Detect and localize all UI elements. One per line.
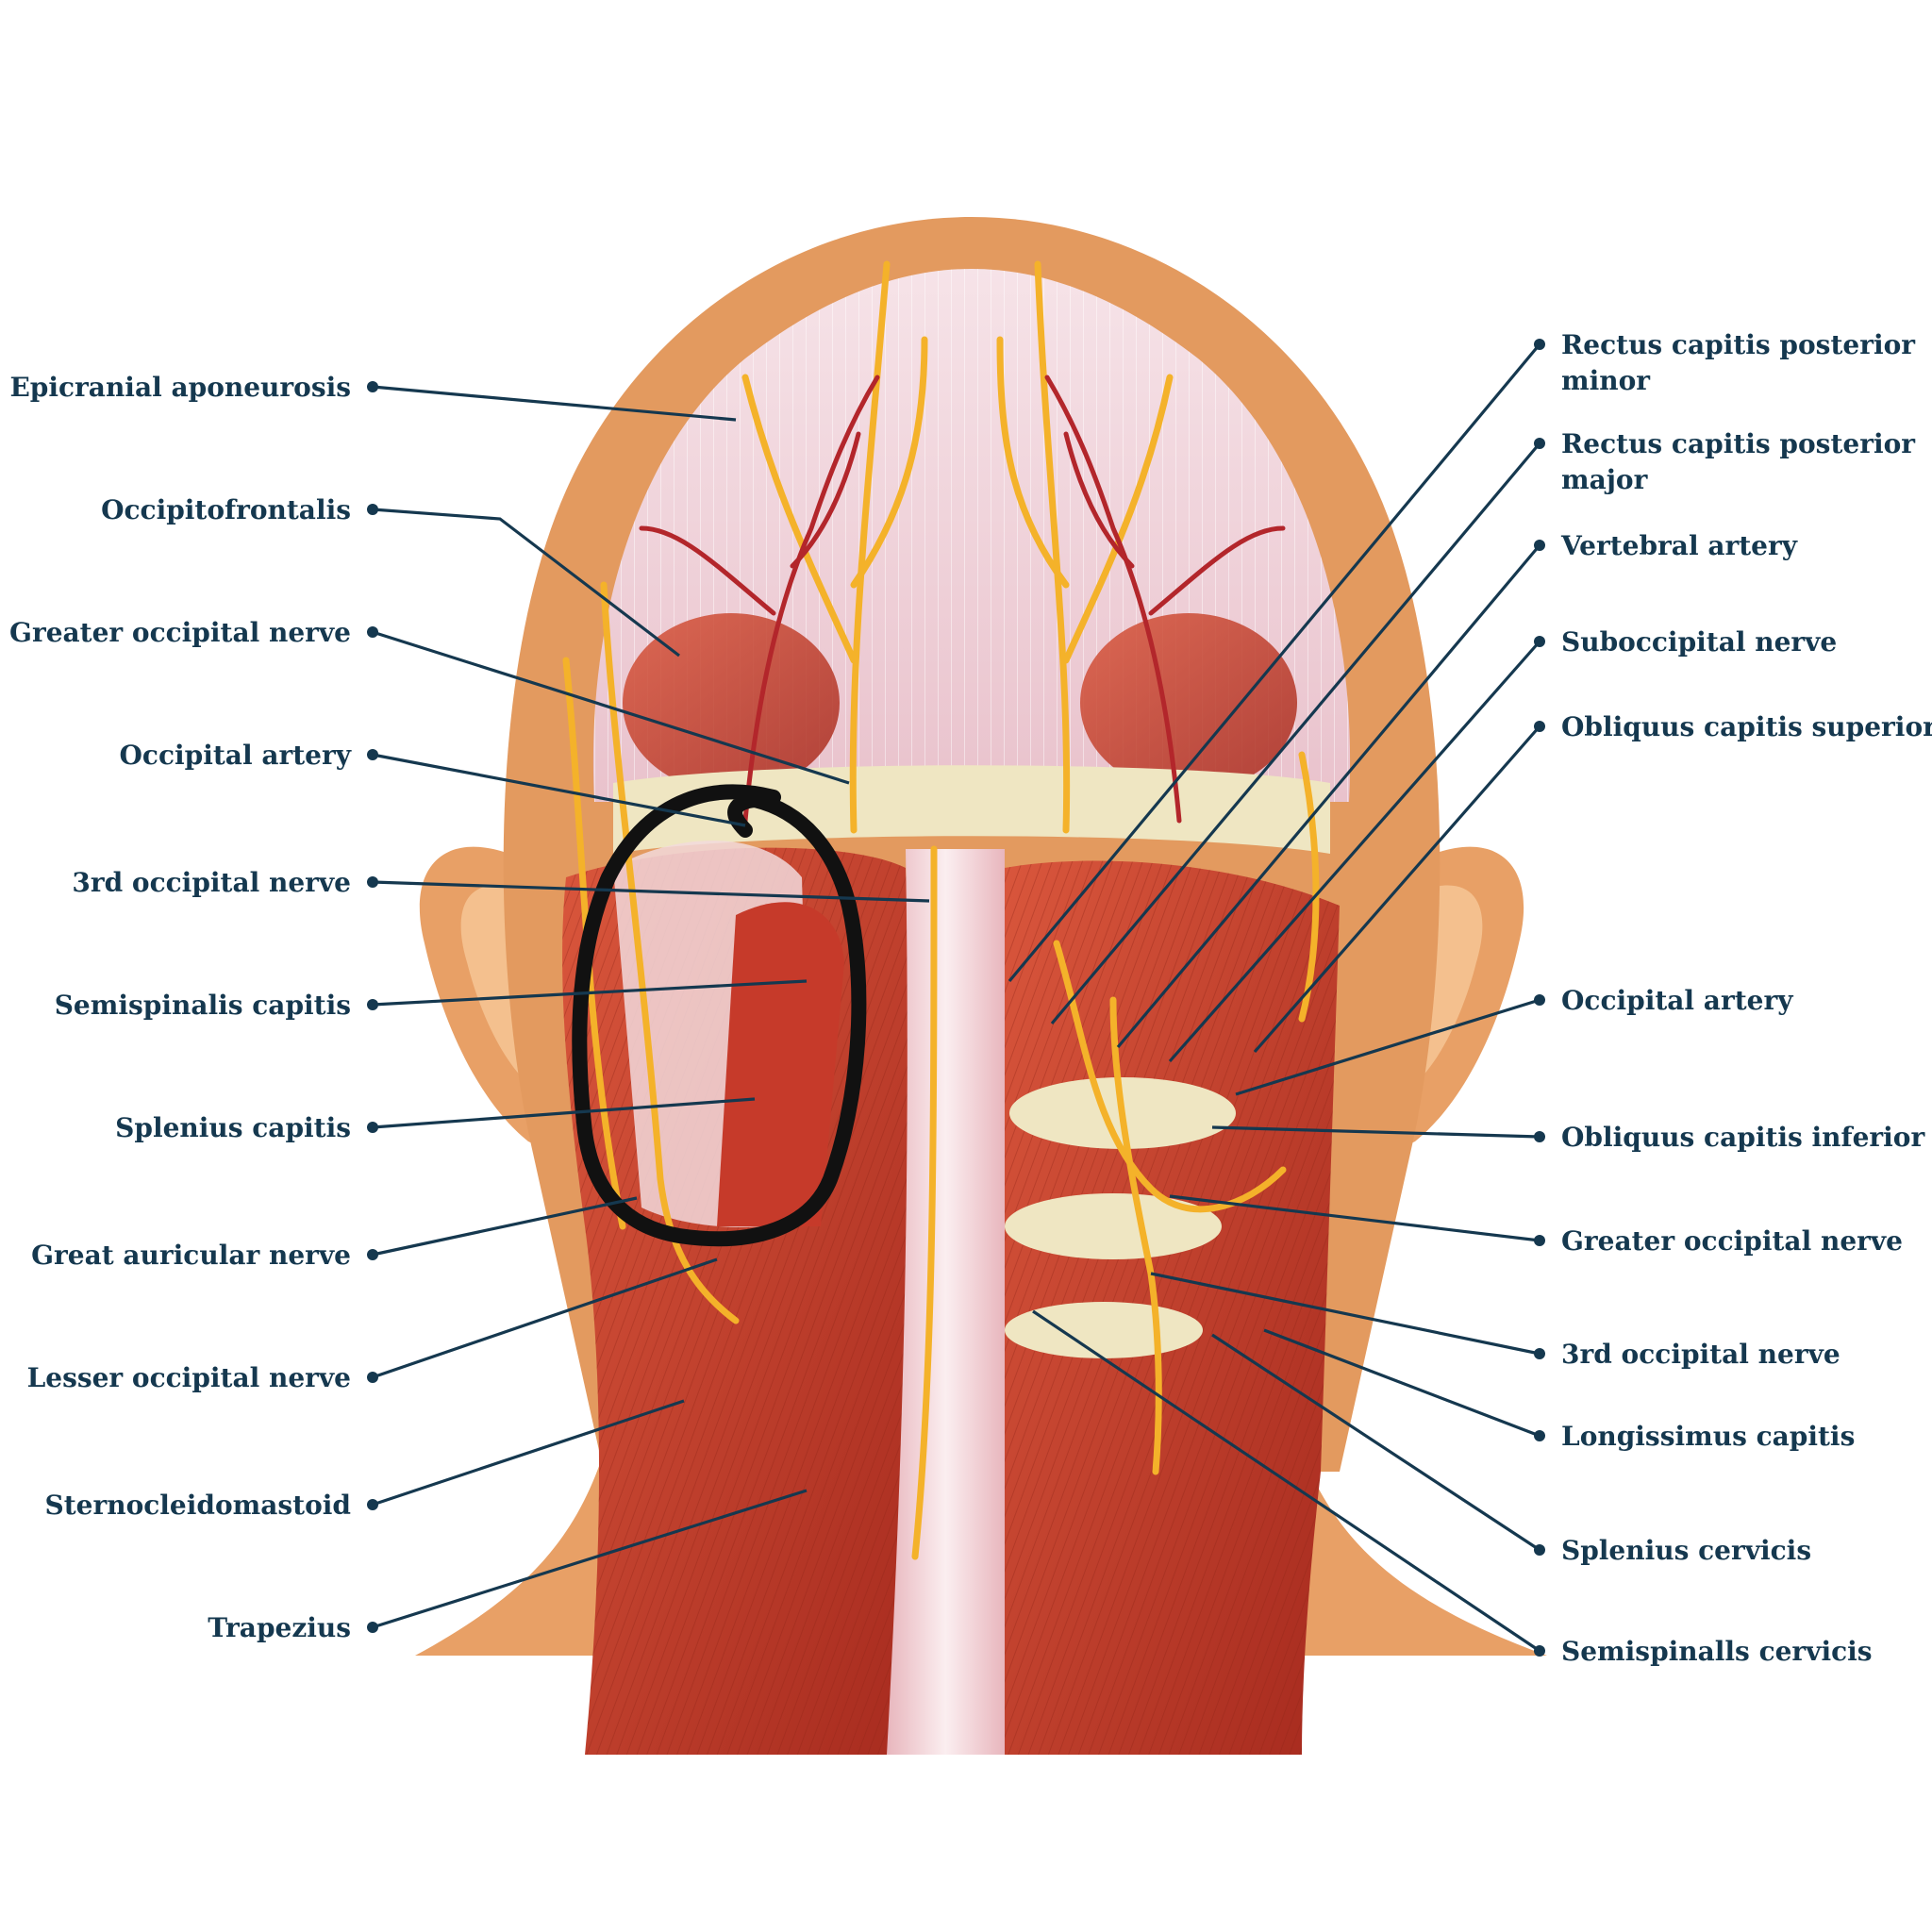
leader-trapezius (372, 1489, 808, 1629)
leader-greater-occipital-nerve-left (372, 630, 850, 785)
label-obliquus-capitis-superior: Obliquus capitis superior (1561, 711, 1932, 742)
occipitofrontalis-left (623, 613, 840, 792)
leader-vertebral-artery (1116, 543, 1541, 1049)
label-rectus-capitis-posterior-minor-line2: minor (1561, 365, 1651, 396)
leader-sternocleidomastoid (372, 1399, 685, 1507)
leader-3rd-occipital-nerve-left (372, 880, 930, 903)
label-occipital-artery-right: Occipital artery (1561, 985, 1793, 1016)
leader-epicranial-aponeurosis (372, 385, 737, 422)
label-splenius-capitis: Splenius capitis (115, 1112, 351, 1143)
annotation-circle (572, 784, 867, 1247)
leader-lines (367, 339, 1545, 1657)
leader-occipital-artery-right (1235, 998, 1541, 1096)
label-obliquus-capitis-inferior: Obliquus capitis inferior (1561, 1122, 1925, 1153)
leader-great-auricular-nerve (372, 1196, 638, 1257)
leader-rectus-capitis-posterior-major (1050, 441, 1541, 1025)
label-greater-occipital-nerve-right: Greater occipital nerve (1561, 1225, 1903, 1257)
leader-obliquus-capitis-superior (1253, 724, 1541, 1054)
leader-rectus-capitis-posterior-minor (1008, 342, 1541, 983)
leader-suboccipital-nerve (1168, 640, 1541, 1063)
leader-splenius-capitis (372, 1097, 756, 1129)
label-greater-occipital-nerve-left: Greater occipital nerve (9, 617, 351, 648)
leader-lesser-occipital-nerve (372, 1257, 718, 1379)
label-vertebral-artery: Vertebral artery (1560, 530, 1798, 561)
leader-occipitofrontalis (372, 508, 680, 658)
label-epicranial-aponeurosis: Epicranial aponeurosis (9, 372, 351, 403)
label-3rd-occipital-nerve-right: 3rd occipital nerve (1561, 1339, 1840, 1370)
label-rectus-capitis-posterior-major-line2: major (1561, 464, 1649, 495)
suboccipital-triangle-lower (1005, 1193, 1222, 1259)
label-lesser-occipital-nerve: Lesser occipital nerve (27, 1362, 351, 1393)
leader-3rd-occipital-nerve-right (1150, 1272, 1541, 1356)
label-occipital-artery-left: Occipital artery (120, 740, 352, 771)
label-rectus-capitis-posterior-minor-line1: Rectus capitis posterior (1561, 329, 1916, 360)
label-semispinalis-cervicis: Semispinalls cervicis (1561, 1636, 1873, 1667)
label-occipitofrontalis: Occipitofrontalis (101, 494, 351, 525)
labels-left: Epicranial aponeurosis Occipitofrontalis… (9, 372, 352, 1643)
label-trapezius: Trapezius (208, 1612, 351, 1643)
head-illustration (415, 217, 1547, 1755)
leader-semispinalis-capitis (372, 979, 808, 1007)
leader-longissimus-capitis (1263, 1328, 1541, 1438)
label-suboccipital-nerve: Suboccipital nerve (1561, 626, 1837, 658)
label-longissimus-capitis: Longissimus capitis (1561, 1421, 1855, 1452)
leader-greater-occipital-nerve-right (1169, 1194, 1541, 1242)
arteries (639, 375, 1286, 824)
label-splenius-cervicis: Splenius cervicis (1561, 1535, 1811, 1566)
labels-right: Rectus capitis posterior minor Rectus ca… (1560, 329, 1932, 1667)
label-semispinalis-capitis: Semispinalis capitis (55, 990, 351, 1021)
label-3rd-occipital-nerve-left: 3rd occipital nerve (72, 867, 351, 898)
occipitofrontalis-right (1080, 613, 1297, 792)
label-sternocleidomastoid: Sternocleidomastoid (44, 1490, 351, 1521)
nuchal-band (613, 765, 1330, 854)
leader-splenius-cervicis (1211, 1333, 1541, 1552)
suboccipital-triangle-bottom (1005, 1302, 1203, 1358)
leader-obliquus-capitis-inferior (1211, 1125, 1541, 1139)
leader-semispinalis-cervicis (1032, 1309, 1541, 1653)
label-rectus-capitis-posterior-major-line1: Rectus capitis posterior (1561, 428, 1916, 459)
label-great-auricular-nerve: Great auricular nerve (31, 1240, 351, 1271)
leader-occipital-artery-left (372, 753, 746, 827)
